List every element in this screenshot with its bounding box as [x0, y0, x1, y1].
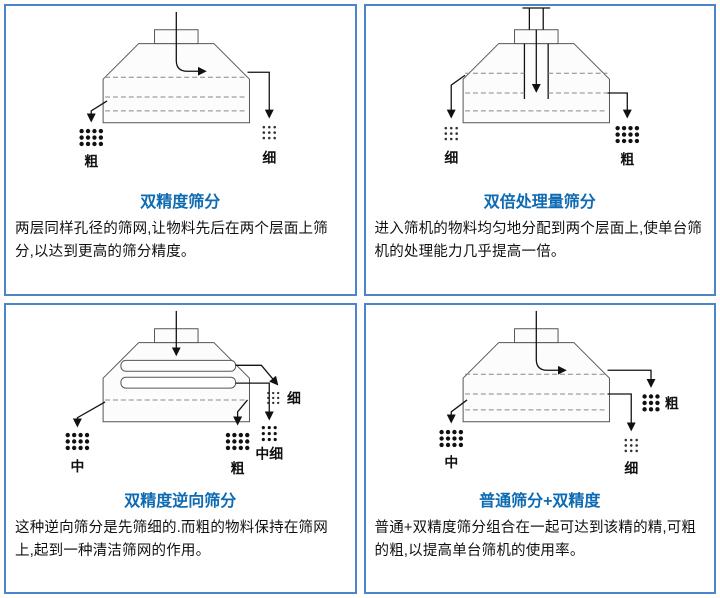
fine-outlet-arrow: [446, 74, 465, 119]
panel-title: 双精度筛分: [140, 194, 221, 211]
diagram-double-capacity: 细 粗: [444, 7, 639, 167]
panel-title: 双精度逆向筛分: [124, 492, 237, 510]
medium-fine-label: 中细: [255, 445, 283, 461]
diagram-normal-plus-double-precision: 粗 细 中: [438, 310, 678, 476]
fine-outlet-arrow: [247, 71, 274, 119]
coarse-material-dots: [614, 125, 639, 144]
screen-decks: [105, 76, 248, 112]
coarse-outlet-arrow: [233, 399, 248, 425]
screen-channels: [120, 359, 237, 389]
coarse-label: 粗: [620, 151, 634, 167]
internal-flow-arrow: [175, 51, 207, 76]
fine-material-dots: [262, 125, 276, 140]
panel-description: 这种逆向筛分是先筛细的.而粗的物料保持在筛网上,起到一种清洁筛网的作用。: [15, 519, 328, 559]
fine-material-dots: [624, 438, 638, 452]
coarse-label: 粗: [231, 460, 245, 476]
fine-label: 细: [444, 149, 458, 165]
panel-title: 普通筛分+双精度: [479, 492, 601, 510]
machine-body: [462, 341, 610, 422]
fine-label: 细: [287, 389, 301, 405]
medium-fine-outlet-arrow: [235, 381, 274, 421]
feed-pipe: [521, 7, 550, 30]
fine-label: 细: [624, 460, 638, 476]
machine-body: [102, 43, 250, 124]
fine-material-dots: [267, 391, 280, 404]
coarse-label: 粗: [664, 394, 678, 410]
diagram-double-precision-reverse: 细 中细 粗 中: [65, 310, 301, 476]
coarse-label: 粗: [84, 153, 98, 169]
panel-description: 普通+双精度筛分组合在一起可达到该精的精,可粗的粗,以提高单台筛机的使用率。: [374, 519, 697, 559]
medium-outlet-arrow: [446, 398, 467, 424]
coarse-outlet-arrow: [86, 100, 108, 123]
coarse-material-dots: [225, 432, 250, 450]
medium-fine-material-dots: [261, 425, 277, 441]
panel-description: 进入筛机的物料均匀地分配到两个层面上,使单台筛机的处理能力几乎提高一倍。: [374, 221, 703, 261]
fine-label: 细: [262, 149, 276, 165]
panel-normal-plus-double-precision: 粗 细 中 普通筛分+双精度 普通+双精度筛分组合在一起可达到该精的精,可粗的粗…: [363, 302, 716, 594]
coarse-material-dots: [79, 128, 104, 147]
diagram-double-precision: 粗 细: [79, 11, 276, 169]
coarse-material-dots: [641, 393, 660, 412]
panel-title: 双倍处理量筛分: [483, 194, 596, 211]
panel-double-capacity: 细 粗 双倍处理量筛分 进入筛机的物料均匀地分配到两个层面上,使单台筛机的处理能…: [363, 4, 716, 296]
panel-description: 两层同样孔径的筛网,让物料先后在两个层面上筛分,以达到更高的筛分精度。: [15, 221, 328, 261]
coarse-outlet-arrow: [607, 92, 632, 119]
coarse-outlet-arrow: [607, 369, 656, 388]
fine-material-dots: [444, 126, 458, 141]
panel-double-precision: 粗 细 双精度筛分 两层同样孔径的筛网,让物料先后在两个层面上筛分,以达到更高的…: [4, 4, 357, 296]
panel-double-precision-reverse: 细 中细 粗 中 双精度逆向筛分 这种逆向筛分是先筛细的.而粗的物料保持在筛网上…: [4, 302, 357, 594]
internal-flow-arrow: [535, 349, 567, 375]
fine-outlet-arrow: [235, 364, 279, 385]
medium-material-dots: [65, 432, 90, 450]
medium-outlet-arrow: [72, 400, 106, 427]
medium-label: 中: [444, 454, 458, 470]
medium-label: 中: [70, 458, 84, 474]
fine-outlet-arrow: [607, 392, 636, 431]
center-channel: [523, 43, 549, 99]
medium-material-dots: [438, 429, 463, 447]
